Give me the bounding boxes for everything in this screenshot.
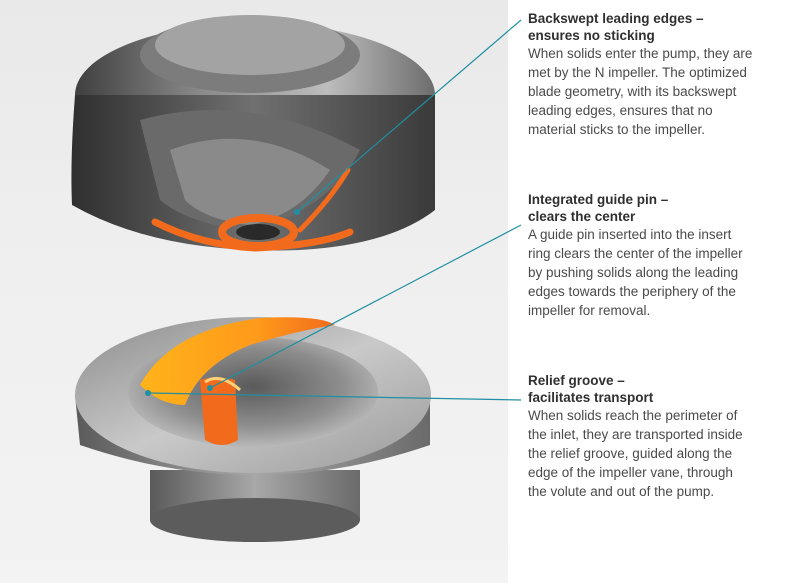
product-illustration-panel <box>0 0 508 583</box>
callout-body-line: edges towards the periphery of the <box>528 284 736 299</box>
callout-body-line: leading edges, ensures that no <box>528 103 713 118</box>
callout-heading: ensures no sticking <box>528 28 655 43</box>
callout-heading: Integrated guide pin – <box>528 192 669 207</box>
callout-body-line: edge of the impeller vane, through <box>528 465 733 480</box>
callout-body-line: by pushing solids along the leading <box>528 265 739 280</box>
callout-body-line: met by the N impeller. The optimized <box>528 65 747 80</box>
callout-body-line: A guide pin inserted into the insert <box>528 227 732 242</box>
callout-heading: Backswept leading edges – <box>528 11 704 26</box>
callout-integrated-guide-pin: Integrated guide pin – clears the center… <box>528 191 790 320</box>
callout-body-line: blade geometry, with its backswept <box>528 84 737 99</box>
impeller-illustration <box>71 15 435 542</box>
callout-heading: clears the center <box>528 209 636 224</box>
callout-body-line: When solids reach the perimeter of <box>528 408 738 423</box>
callout-body-line: When solids enter the pump, they are <box>528 46 753 61</box>
callout-relief-groove: Relief groove – facilitates transport Wh… <box>528 372 790 501</box>
callout-body-line: the volute and out of the pump. <box>528 484 715 499</box>
callout-body-line: the inlet, they are transported inside <box>528 427 743 442</box>
callout-heading: facilitates transport <box>528 390 654 405</box>
insert-ring <box>75 317 431 542</box>
callout-body-line: the relief groove, guided along the <box>528 446 733 461</box>
n-impeller <box>71 15 435 252</box>
callout-body-line: impeller for removal. <box>528 303 651 318</box>
callout-backswept-leading-edges: Backswept leading edges – ensures no sti… <box>528 10 790 139</box>
callout-body-line: material sticks to the impeller. <box>528 122 706 137</box>
callout-body-line: ring clears the center of the impeller <box>528 246 743 261</box>
callout-heading: Relief groove – <box>528 373 625 388</box>
